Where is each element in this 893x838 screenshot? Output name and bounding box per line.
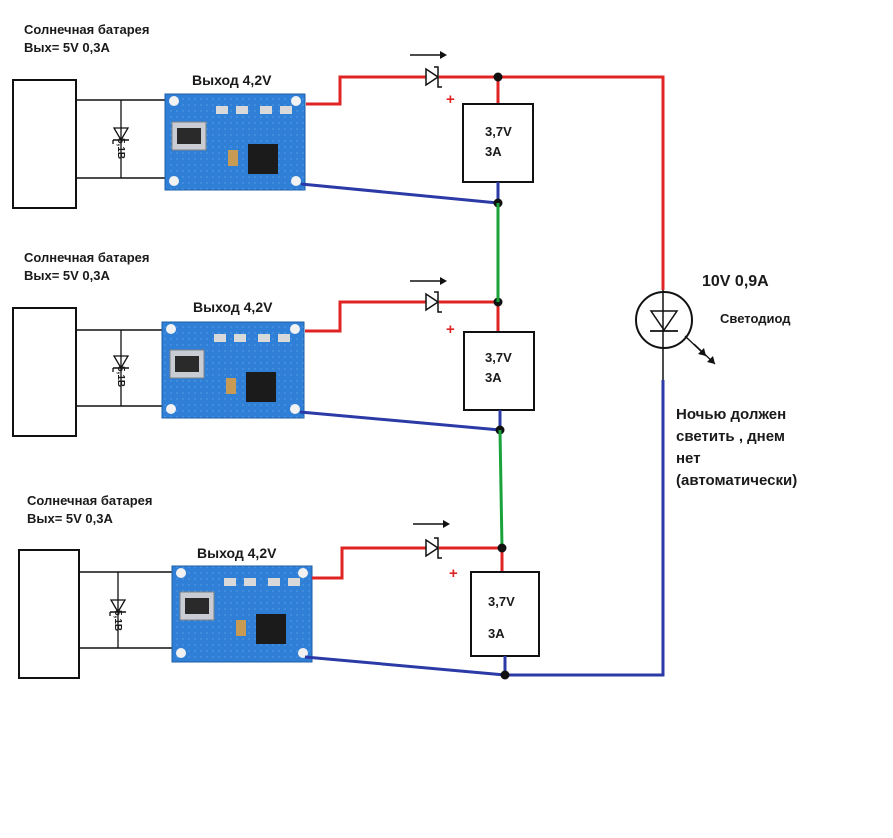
battery-label: 3,7V 3А bbox=[485, 124, 512, 159]
panel-output: Вых= 5V 0,3А bbox=[24, 40, 110, 55]
charge-negative-wire bbox=[304, 655, 506, 677]
led bbox=[635, 290, 716, 380]
blocking-diode bbox=[425, 291, 442, 313]
panel-title: Солнечная батарея bbox=[24, 250, 150, 265]
charger-board bbox=[171, 565, 313, 663]
section-1 bbox=[12, 51, 665, 290]
panel-output: Вых= 5V 0,3А bbox=[27, 511, 113, 526]
zener-diode bbox=[112, 127, 130, 144]
led-label: Светодиод bbox=[720, 311, 791, 326]
battery-label: 3,7V 3А bbox=[488, 594, 515, 641]
direction-arrow bbox=[410, 51, 447, 59]
blocking-diode bbox=[425, 537, 442, 559]
plus-sign: + bbox=[446, 91, 455, 108]
zener-label: 5,1В bbox=[115, 366, 126, 388]
solar-panel bbox=[18, 549, 80, 679]
operating-note: Ночью должен светить , днем нет (автомат… bbox=[676, 406, 798, 489]
charger-board bbox=[161, 321, 305, 419]
load-return-wire bbox=[505, 380, 665, 677]
zener-diode bbox=[109, 599, 127, 616]
section-2 bbox=[12, 277, 535, 437]
blocking-diode bbox=[425, 66, 442, 88]
charger-output-label: Выход 4,2V bbox=[192, 72, 272, 88]
panel-output: Вых= 5V 0,3А bbox=[24, 268, 110, 283]
charge-negative-wire bbox=[299, 410, 501, 432]
charge-positive-wire bbox=[312, 546, 426, 580]
zener-label: 5,1В bbox=[115, 138, 126, 160]
charge-negative-wire bbox=[300, 182, 499, 205]
battery bbox=[470, 571, 540, 657]
charger-output-label: Выход 4,2V bbox=[193, 299, 273, 315]
led-rating: 10V 0,9A bbox=[702, 273, 769, 290]
solar-panel bbox=[12, 307, 77, 437]
solar-panel bbox=[12, 79, 77, 209]
plus-sign: + bbox=[446, 321, 455, 338]
charger-output-label: Выход 4,2V bbox=[197, 545, 277, 561]
plus-sign: + bbox=[449, 565, 458, 582]
battery-label: 3,7V 3А bbox=[485, 350, 512, 385]
charger-board bbox=[164, 93, 306, 191]
panel-title: Солнечная батарея bbox=[27, 493, 153, 508]
direction-arrow bbox=[413, 520, 450, 528]
direction-arrow bbox=[410, 277, 447, 285]
series-link-2 bbox=[498, 429, 504, 549]
panel-title: Солнечная батарея bbox=[24, 22, 150, 37]
zener-diode bbox=[112, 355, 130, 372]
charge-positive-wire bbox=[306, 75, 426, 106]
section-3 bbox=[18, 380, 665, 680]
charge-positive-wire bbox=[305, 300, 426, 333]
zener-label: 5,1В bbox=[112, 610, 123, 632]
